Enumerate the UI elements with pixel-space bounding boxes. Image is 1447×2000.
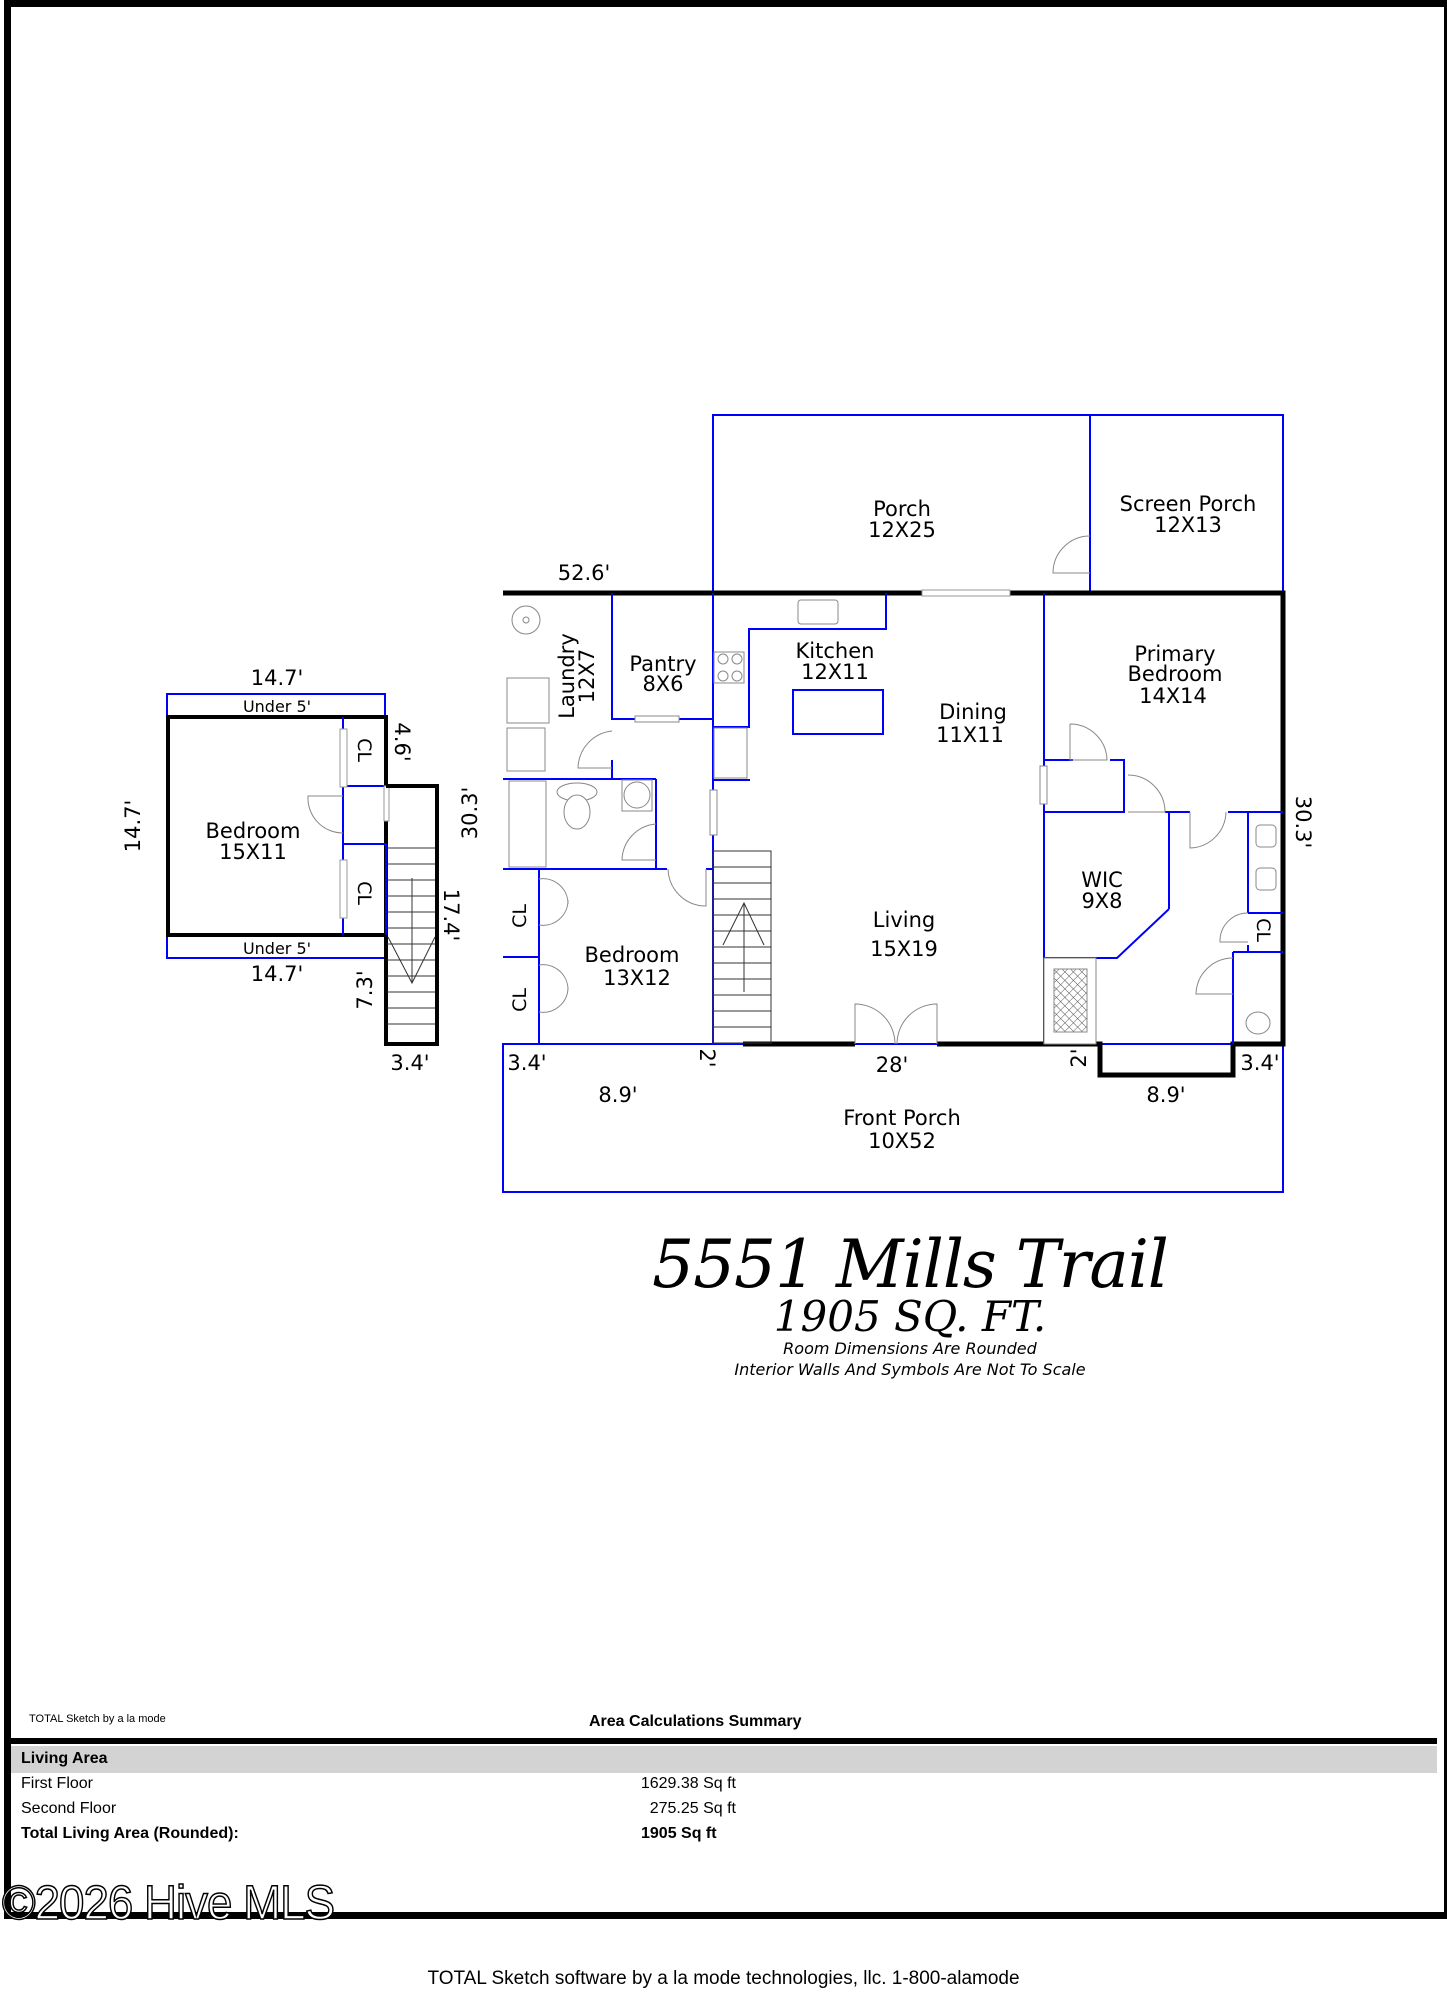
primary-bedroom-name-line2: Bedroom [1128,662,1223,686]
living-area-label: Living Area [21,1750,108,1767]
right-bump-label: 8.9' [1146,1083,1185,1107]
summary-section-band [11,1746,1437,1773]
footer-text: TOTAL Sketch software by a la mode techn… [427,1968,1020,1989]
second-floor-bottom-width: 14.7' [251,962,304,986]
bedroom-name: Bedroom [585,943,680,967]
bedroom-dims: 13X12 [603,966,671,990]
second-floor-value: 275.25 Sq ft [649,1800,736,1817]
pantry-dims: 8X6 [642,672,683,696]
second-floor-closet-upper: CL [353,738,375,762]
closet-label-lower: CL [509,988,531,1012]
address-title: 5551 Mills Trail [652,1226,1169,1303]
second-floor-stair-width: 3.4' [390,1051,429,1075]
living-dims: 15X19 [870,937,938,961]
kitchen-dims: 12X11 [801,660,869,684]
mls-watermark: ©2026 Hive MLS [1,1876,335,1931]
second-floor-stair-lower: 7.3' [353,970,377,1009]
note-rounded: Room Dimensions Are Rounded [783,1339,1037,1358]
total-value: 1905 Sq ft [641,1825,717,1842]
sketch-credit: TOTAL Sketch by a la mode [29,1713,166,1725]
footer-credit: TOTAL Sketch software by a la mode techn… [0,1968,1447,1990]
right-step-label: 2' [1067,1048,1091,1067]
closet-label-upper: CL [509,904,531,928]
second-floor-right-upper: 4.6' [390,722,414,761]
second-floor-bottom-under: Under 5' [243,939,311,958]
second-floor-label: Second Floor [21,1800,117,1817]
porch-dims: 12X25 [868,518,936,542]
dining-name: Dining [939,700,1007,724]
front-porch-dims: 10X52 [868,1129,936,1153]
sqft-title: 1905 SQ. FT. [773,1292,1047,1341]
second-floor-plan [166,693,439,1046]
front-width-label: 28' [876,1053,909,1077]
dining-dims: 11X11 [936,723,1004,747]
page-frame-bottom [4,1912,1444,1919]
primary-bedroom-name-line1: Primary [1134,642,1215,666]
pantry-name: Pantry [629,652,696,676]
left-height-label: 30.3' [458,787,482,840]
wic-dims: 9X8 [1081,889,1122,913]
kitchen-name: Kitchen [796,639,875,663]
screen-porch-dims: 12X13 [1154,513,1222,537]
title-block: 5551 Mills Trail 1905 SQ. FT. Room Dimen… [560,1232,1260,1380]
page-frame [4,0,1447,1919]
left-step-label: 2' [695,1048,719,1067]
summary-heading: Area Calculations Summary [589,1713,802,1730]
laundry-name: Laundry [555,633,579,719]
second-floor-top-width: 14.7' [251,666,304,690]
primary-bedroom-dims: 14X14 [1139,684,1207,708]
first-floor-plan [502,414,1286,1193]
note-not-to-scale: Interior Walls And Symbols Are Not To Sc… [734,1360,1086,1379]
summary-divider [11,1738,1437,1744]
second-floor-left-height: 14.7' [121,800,145,853]
wic-name: WIC [1081,868,1123,892]
front-porch-name: Front Porch [843,1106,961,1130]
second-floor-bedroom-dims: 15X11 [219,840,287,864]
left-offset-label: 3.4' [507,1051,546,1075]
first-floor-value: 1629.38 Sq ft [640,1775,736,1792]
right-offset-label: 3.4' [1240,1051,1279,1075]
laundry-dims: 12X7 [575,649,599,703]
living-name: Living [873,908,935,932]
second-floor-stair-length: 17.4' [439,889,463,942]
shower-fixture [1043,957,1097,1045]
second-floor-top-under: Under 5' [243,697,311,716]
screen-porch-name: Screen Porch [1120,492,1257,516]
total-label: Total Living Area (Rounded): [21,1825,239,1842]
left-bump-label: 8.9' [598,1083,637,1107]
porch-name: Porch [873,497,931,521]
second-floor-closet-lower: CL [353,881,375,905]
right-height-label: 30.3' [1291,796,1315,849]
second-floor-bedroom-name: Bedroom [206,819,301,843]
first-floor-label: First Floor [21,1775,93,1792]
closet-label-primary-bath: CL [1252,918,1274,942]
floor-plan-diagram: 14.7' Under 5' Bedroom 15X11 Under 5' 14… [121,414,1315,1193]
top-width-label: 52.6' [558,561,611,585]
